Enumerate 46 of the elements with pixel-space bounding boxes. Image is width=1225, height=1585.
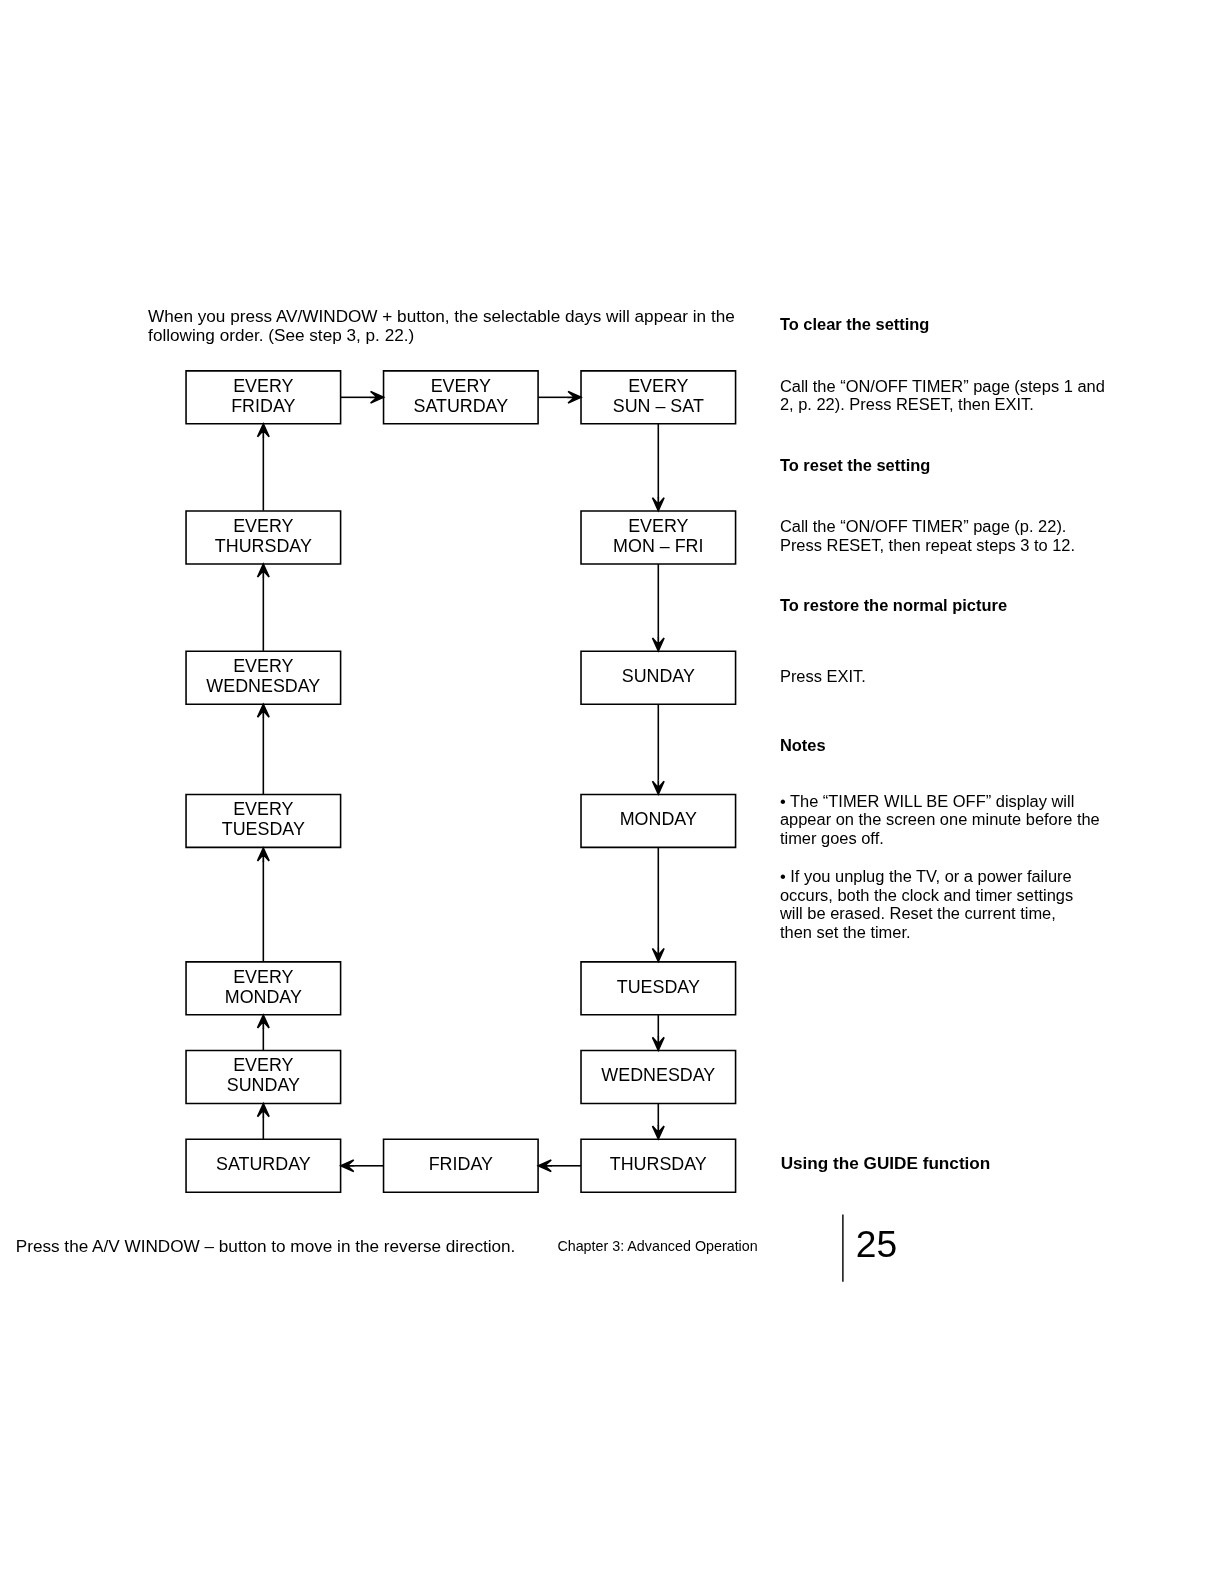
node-box: EVERY WEDNESDAY: [185, 650, 342, 705]
label: 25: [855, 1222, 898, 1265]
arrow: [651, 1102, 665, 1140]
arrow: [256, 703, 270, 795]
label: Using the GUIDE function: [780, 1152, 991, 1173]
arrow: [340, 390, 385, 404]
label: Press EXIT.: [779, 666, 866, 685]
node-box: EVERY FRIDAY: [185, 369, 342, 425]
node-box: THURSDAY: [580, 1138, 737, 1193]
arrow: [256, 422, 270, 511]
node-box: FRIDAY: [382, 1138, 539, 1193]
label: When you press AV/WINDOW + button, the selectable days will appear in the following order. (See step 3, p. 22.): [148, 305, 735, 345]
arrow: [256, 562, 270, 652]
node-box: EVERY SATURDAY: [382, 369, 539, 425]
label: Call the “ON/OFF TIMER” page (steps 1 and 2, p. 22). Press RESET, then EXIT.: [779, 376, 1105, 413]
arrow: [340, 1158, 385, 1172]
label: To clear the setting: [779, 314, 930, 333]
label: Chapter 3: Advanced Operation: [557, 1237, 758, 1254]
label: To reset the setting: [779, 455, 931, 474]
arrow: [256, 1102, 270, 1140]
node-box: EVERY TUESDAY: [185, 793, 342, 848]
arrow: [651, 846, 665, 962]
node-box: EVERY SUNDAY: [185, 1049, 342, 1104]
label: Notes: [779, 735, 826, 754]
node-box: WEDNESDAY: [580, 1049, 737, 1104]
arrow: [651, 703, 665, 795]
label: • If you unplug the TV, or a power failure occurs, both the clock and timer settings will be erased. Reset the current time, then set the timer.: [779, 866, 1074, 941]
arrow: [256, 846, 270, 962]
node-box: SATURDAY: [185, 1138, 342, 1193]
arrow: [651, 1013, 665, 1051]
arrow: [537, 1158, 582, 1172]
label: Press the A/V WINDOW – button to move in the reverse direction.: [15, 1235, 516, 1256]
label: • The “TIMER WILL BE OFF” display will appear on the screen one minute before the timer goes off.: [779, 791, 1100, 847]
node-box: EVERY MON – FRI: [580, 509, 737, 565]
label: To restore the normal picture: [779, 595, 1008, 614]
node-box: EVERY THURSDAY: [185, 509, 342, 565]
node-box: EVERY SUN – SAT: [580, 369, 737, 425]
arrow: [651, 422, 665, 511]
node-box: EVERY MONDAY: [185, 960, 342, 1016]
node-box: MONDAY: [580, 793, 737, 848]
arrow: [651, 562, 665, 652]
node-box: SUNDAY: [580, 650, 737, 705]
label: Call the “ON/OFF TIMER” page (p. 22). Press RESET, then repeat steps 3 to 12.: [779, 516, 1076, 554]
arrow: [256, 1013, 270, 1051]
arrow: [537, 390, 582, 404]
node-box: TUESDAY: [580, 960, 737, 1016]
